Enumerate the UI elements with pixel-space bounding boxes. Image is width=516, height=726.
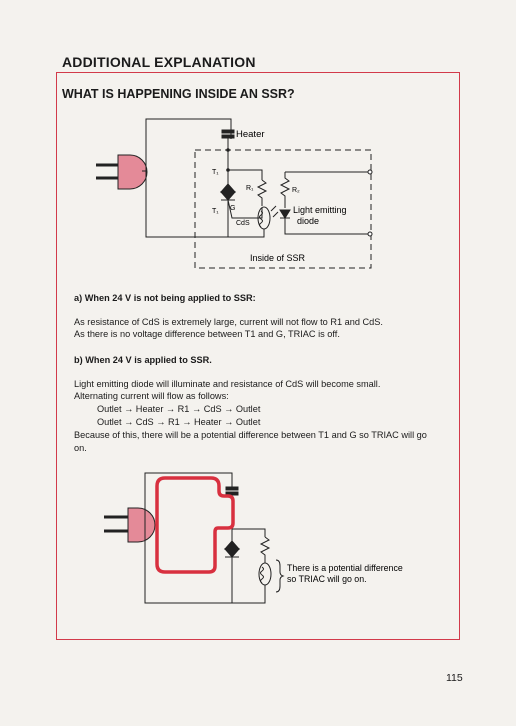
r2-label: R₂ xyxy=(292,187,300,194)
part-b-line-1: Light emitting diode will illuminate and… xyxy=(74,379,381,389)
part-a-line-2: As there is no voltage difference betwee… xyxy=(74,329,340,339)
page-number: 115 xyxy=(446,672,463,684)
section-title: ADDITIONAL EXPLANATION xyxy=(62,54,256,70)
led-label-1: Light emitting xyxy=(293,205,347,215)
plug-icon xyxy=(117,154,148,190)
current-loop xyxy=(155,476,235,574)
g-label: G xyxy=(230,205,235,212)
part-b-line-2: Alternating current will flow as follows… xyxy=(74,391,229,401)
inside-ssr-label: Inside of SSR xyxy=(250,253,306,263)
flow-line-1: Outlet → Heater → R1 → CdS → Outlet xyxy=(97,404,261,414)
part-b-line-3: Because of this, there will be a potenti… xyxy=(74,430,427,440)
potential-note-2: so TRIAC will go on. xyxy=(287,574,367,584)
part-b-heading: b) When 24 V is applied to SSR. xyxy=(74,355,212,365)
part-a-heading: a) When 24 V is not being applied to SSR… xyxy=(74,293,256,303)
heater-label: Heater xyxy=(236,129,265,140)
flow-line-2: Outlet → CdS → R1 → Heater → Outlet xyxy=(97,417,261,427)
part-b-line-4: on. xyxy=(74,443,87,453)
t1-label: T₁ xyxy=(212,169,219,176)
cds-label: CdS xyxy=(236,220,250,227)
r1-label: R₁ xyxy=(246,185,254,192)
plug-icon-2 xyxy=(127,507,156,543)
t1b-label: T₁ xyxy=(212,208,219,215)
potential-note-1: There is a potential difference xyxy=(287,563,403,573)
explanation-frame xyxy=(56,72,460,640)
box-title: WHAT IS HAPPENING INSIDE AN SSR? xyxy=(62,87,295,101)
part-a-line-1: As resistance of CdS is extremely large,… xyxy=(74,317,383,327)
led-label-2: diode xyxy=(297,216,319,226)
